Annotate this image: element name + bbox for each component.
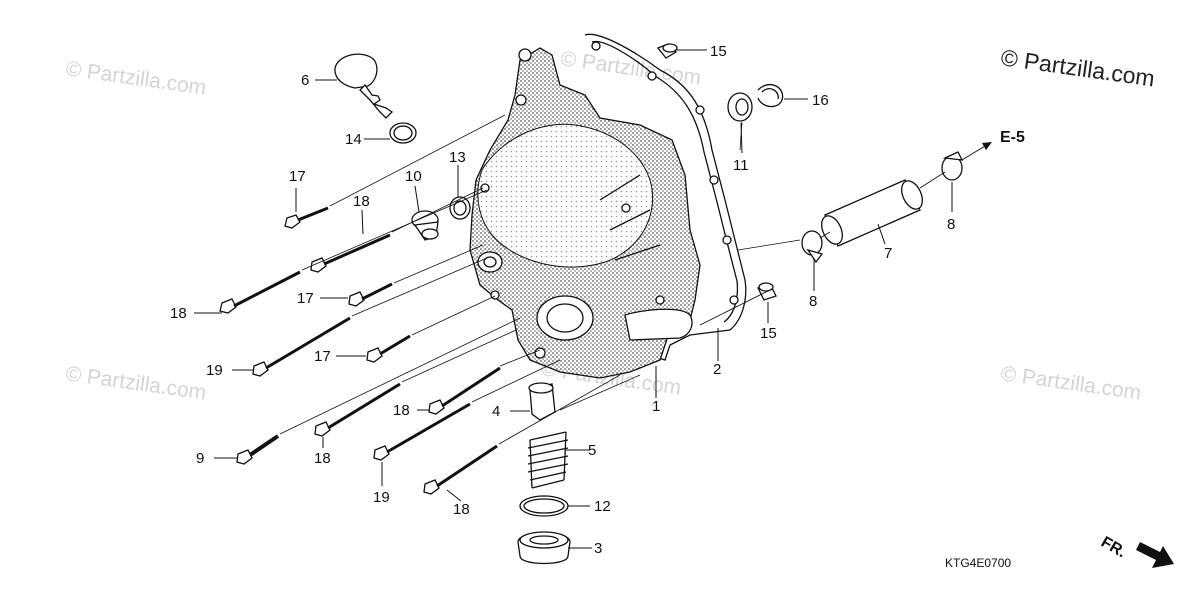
spring-part (527, 431, 569, 489)
watermark-main: © Partzilla.com (999, 44, 1156, 91)
callout-18-b: 18 (170, 305, 187, 322)
hose-clamp-upper-part (941, 151, 964, 181)
front-direction-arrow (1136, 542, 1174, 568)
callout-19-b: 19 (373, 489, 390, 506)
callout-19-a: 19 (206, 362, 223, 379)
callout-12: 12 (594, 498, 611, 515)
o-ring-14-inner (393, 125, 413, 141)
watermark-mid-left: © Partzilla.com (64, 362, 207, 404)
callout-5: 5 (588, 442, 596, 459)
drain-bolt-part (411, 210, 439, 241)
callout-4: 4 (492, 403, 500, 420)
front-label: FR. (1098, 534, 1129, 562)
bolts-group (219, 206, 501, 495)
callout-18-d: 18 (314, 450, 331, 467)
callout-17-top: 17 (289, 168, 306, 185)
callout-16: 16 (812, 92, 829, 109)
washer-13-inner (453, 200, 467, 216)
breather-hose-part (821, 179, 923, 247)
callout-7: 7 (884, 245, 892, 262)
snap-ring-part (757, 84, 784, 108)
watermark-top-center: © Partzilla.com (559, 47, 702, 89)
dowel-pin-upper-part (656, 43, 678, 59)
alignment-lines (279, 114, 946, 445)
callout-18-e: 18 (453, 501, 470, 518)
callout-14: 14 (345, 131, 362, 148)
callout-2: 2 (713, 361, 721, 378)
right-crankcase-cover-part (469, 47, 701, 379)
snap-ring-inner (761, 88, 779, 100)
diagram-code: KTG4E0700 (945, 556, 1011, 570)
oil-filler-cap-part (334, 53, 394, 119)
callout-1: 1 (652, 398, 660, 415)
callout-8-lower: 8 (809, 293, 817, 310)
reference-e5: E-5 (1000, 129, 1025, 146)
callout-17-mid: 17 (297, 290, 314, 307)
gasket-part (584, 33, 747, 361)
callout-11: 11 (733, 157, 749, 174)
oil-seal-inner (735, 98, 749, 116)
callout-18-a: 18 (353, 193, 370, 210)
callout-6: 6 (301, 72, 309, 89)
callout-17-low: 17 (314, 348, 331, 365)
callout-8-upper: 8 (947, 216, 955, 233)
callout-18-c: 18 (393, 402, 410, 419)
callout-3: 3 (594, 540, 602, 557)
o-ring-12-inner (523, 498, 565, 514)
watermark-mid-right: © Partzilla.com (999, 362, 1142, 404)
drain-cap-part (517, 531, 571, 565)
reference-arrow (961, 142, 992, 161)
oil-strainer-part (528, 382, 556, 421)
watermark-top-left: © Partzilla.com (64, 57, 207, 99)
dowel-pin-lower-part (757, 282, 777, 301)
callout-15-lower: 15 (760, 325, 777, 342)
callout-9: 9 (196, 450, 204, 467)
callout-10: 10 (405, 168, 422, 185)
callout-13: 13 (449, 149, 466, 166)
callout-15-upper: 15 (710, 43, 727, 60)
hose-clamp-lower-part (801, 230, 824, 264)
leader-lines (194, 49, 953, 549)
